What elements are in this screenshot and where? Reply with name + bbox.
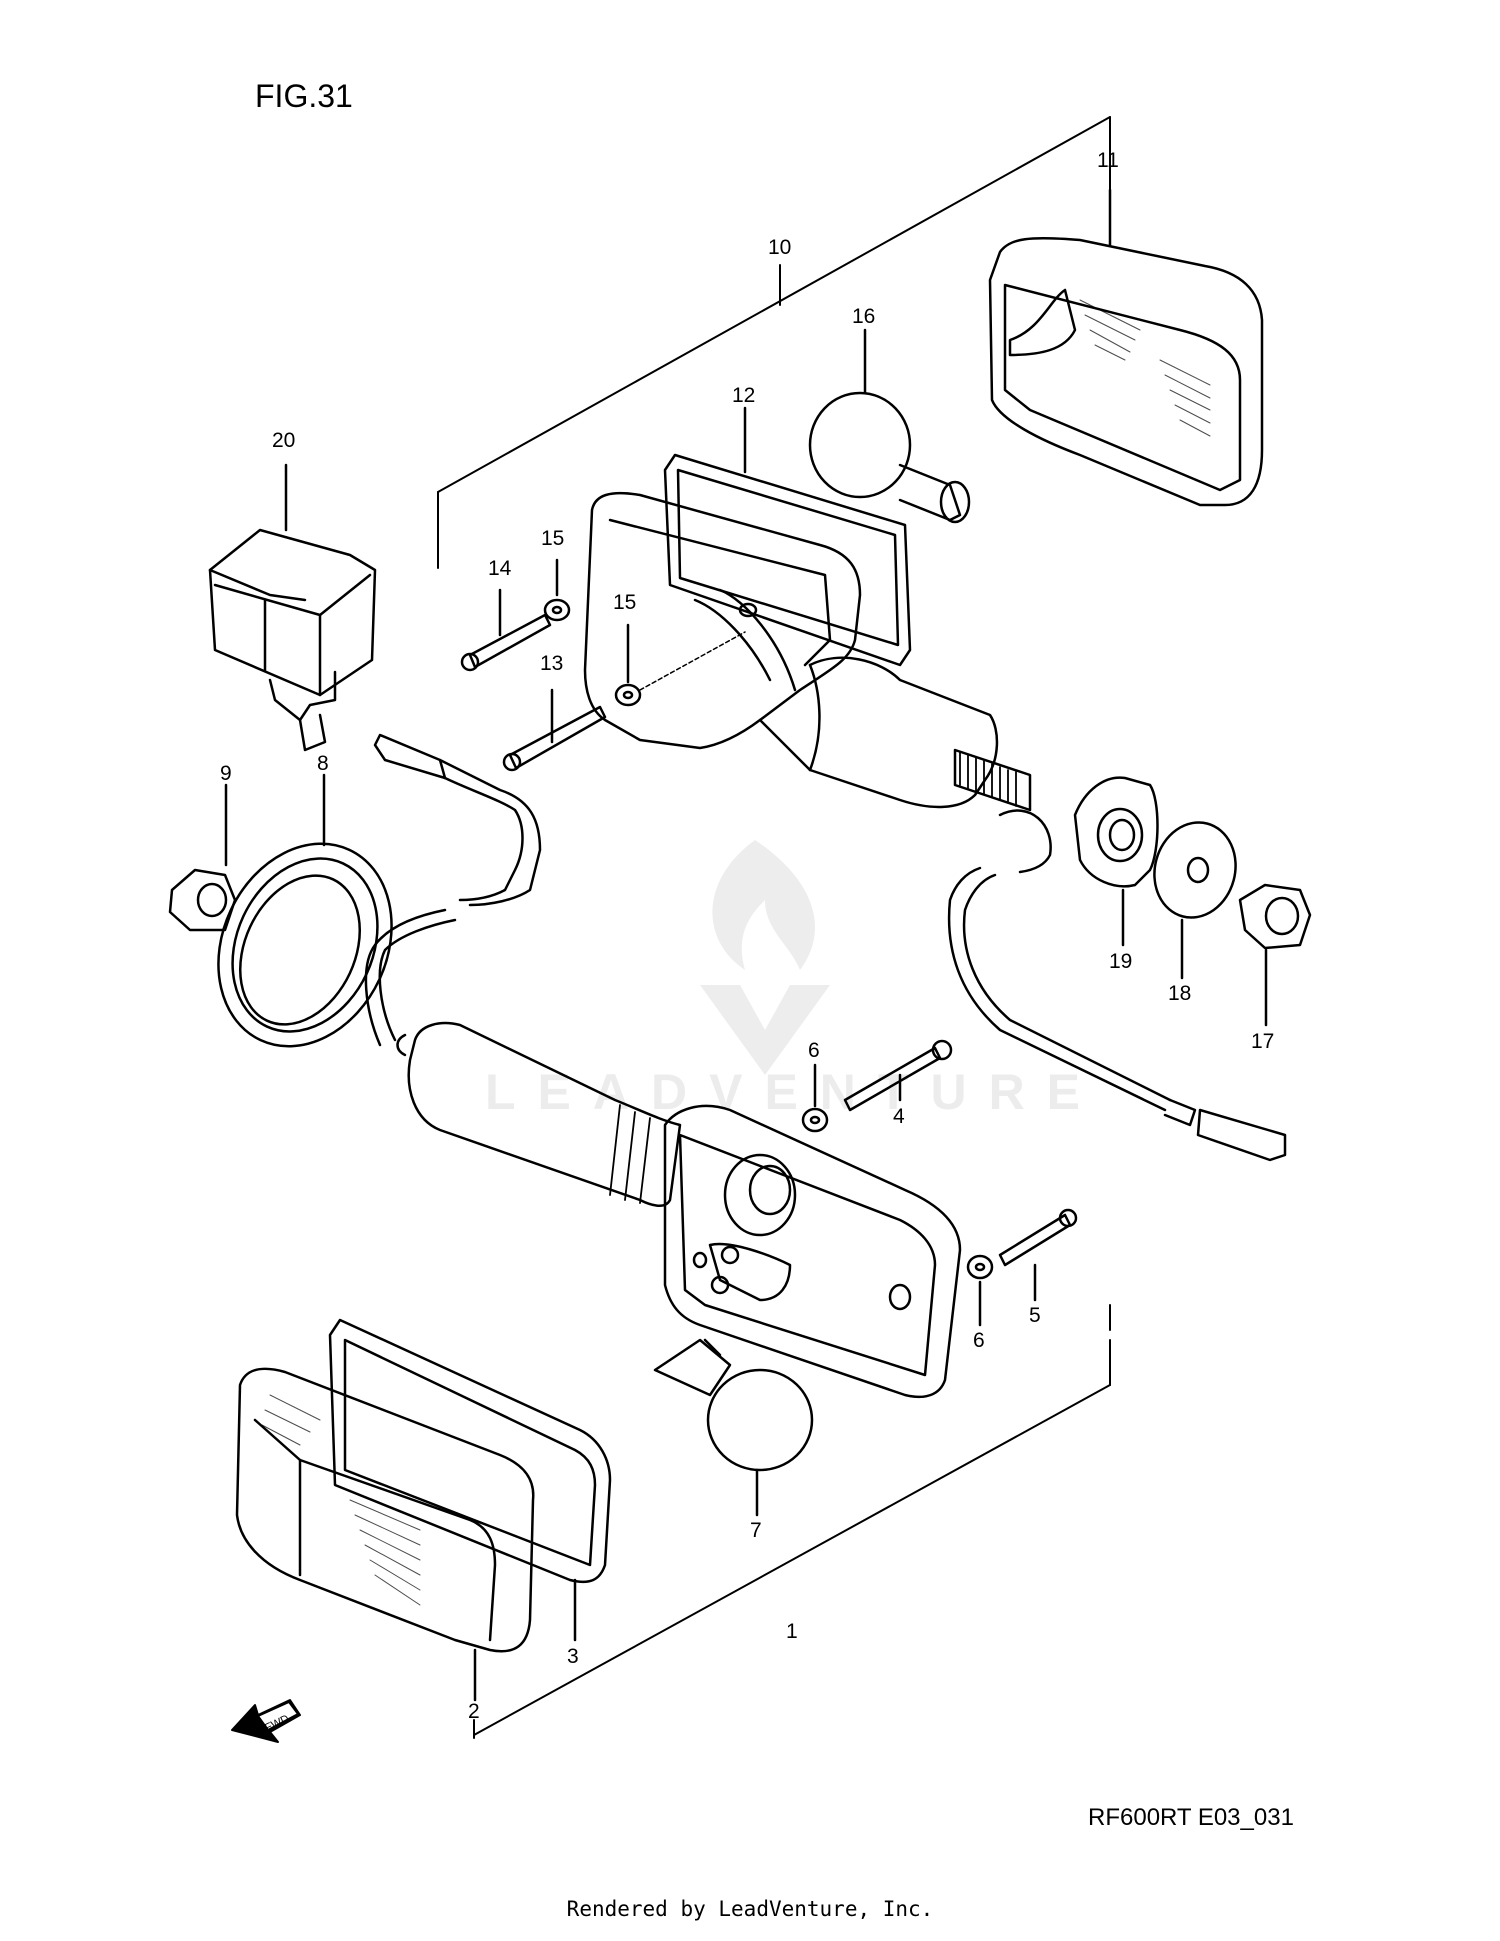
callout-7: 7 [750, 1519, 762, 1542]
part-17-nut [1238, 883, 1312, 1027]
callout-8: 8 [317, 752, 329, 775]
watermark-logo [700, 840, 830, 1075]
part-7-bulb [653, 1338, 814, 1517]
bracket-assembly-1 [473, 1304, 1111, 1739]
render-credit: Rendered by LeadVenture, Inc. [566, 1897, 934, 1921]
part-11-rear-lens [988, 188, 1264, 507]
part-13-screw [502, 688, 607, 772]
figure-title: FIG.31 [255, 78, 353, 114]
callout-2: 2 [468, 1700, 480, 1723]
fwd-arrow-icon: FWD [231, 1699, 301, 1743]
part-18-washer [1153, 821, 1237, 980]
callout-3: 3 [567, 1645, 579, 1668]
part-9-nut [168, 783, 237, 932]
part-2-lens [235, 1367, 535, 1702]
callout-5: 5 [1029, 1304, 1041, 1327]
callout-17: 17 [1251, 1030, 1274, 1053]
part-1-lower-housing [396, 1021, 962, 1399]
part-10-upper-housing [583, 491, 1032, 812]
bracket-assembly-10 [437, 116, 1111, 569]
callout-15a: 15 [541, 527, 564, 550]
part-6-washer-b [966, 1254, 994, 1327]
callout-20: 20 [272, 429, 295, 452]
watermark-text: LEADVENTURE [485, 1064, 1103, 1120]
wire-right [947, 809, 1287, 1162]
callout-16: 16 [852, 305, 875, 328]
callout-14: 14 [488, 557, 512, 580]
part-15-washer-a [543, 558, 571, 622]
callout-13: 13 [540, 652, 563, 675]
callout-6a: 6 [808, 1039, 820, 1062]
part-5-screw [998, 1208, 1078, 1302]
part-19-mount [1073, 776, 1159, 947]
wire-upper-left [373, 733, 542, 907]
callout-18: 18 [1168, 982, 1191, 1005]
diagram-code: RF600RT E03_031 [1088, 1804, 1294, 1831]
part-8-grommet [217, 773, 393, 1048]
part-16-bulb [808, 328, 971, 524]
part-14-screw [460, 588, 552, 672]
part-3-gasket [328, 1318, 612, 1642]
part-15-washer-b [614, 623, 746, 707]
callout-6b: 6 [973, 1329, 985, 1352]
callout-1: 1 [786, 1620, 798, 1643]
callout-15b: 15 [613, 591, 636, 614]
part-6-washer-a [801, 1063, 829, 1133]
callout-11: 11 [1097, 149, 1119, 172]
callout-9: 9 [220, 762, 232, 785]
callout-12: 12 [732, 384, 755, 407]
callout-10: 10 [768, 236, 791, 259]
callout-19: 19 [1109, 950, 1132, 973]
part-20-relay [208, 463, 377, 752]
part-4-screw [843, 1039, 953, 1112]
part-12-gasket [663, 406, 912, 667]
callout-4: 4 [893, 1105, 905, 1128]
